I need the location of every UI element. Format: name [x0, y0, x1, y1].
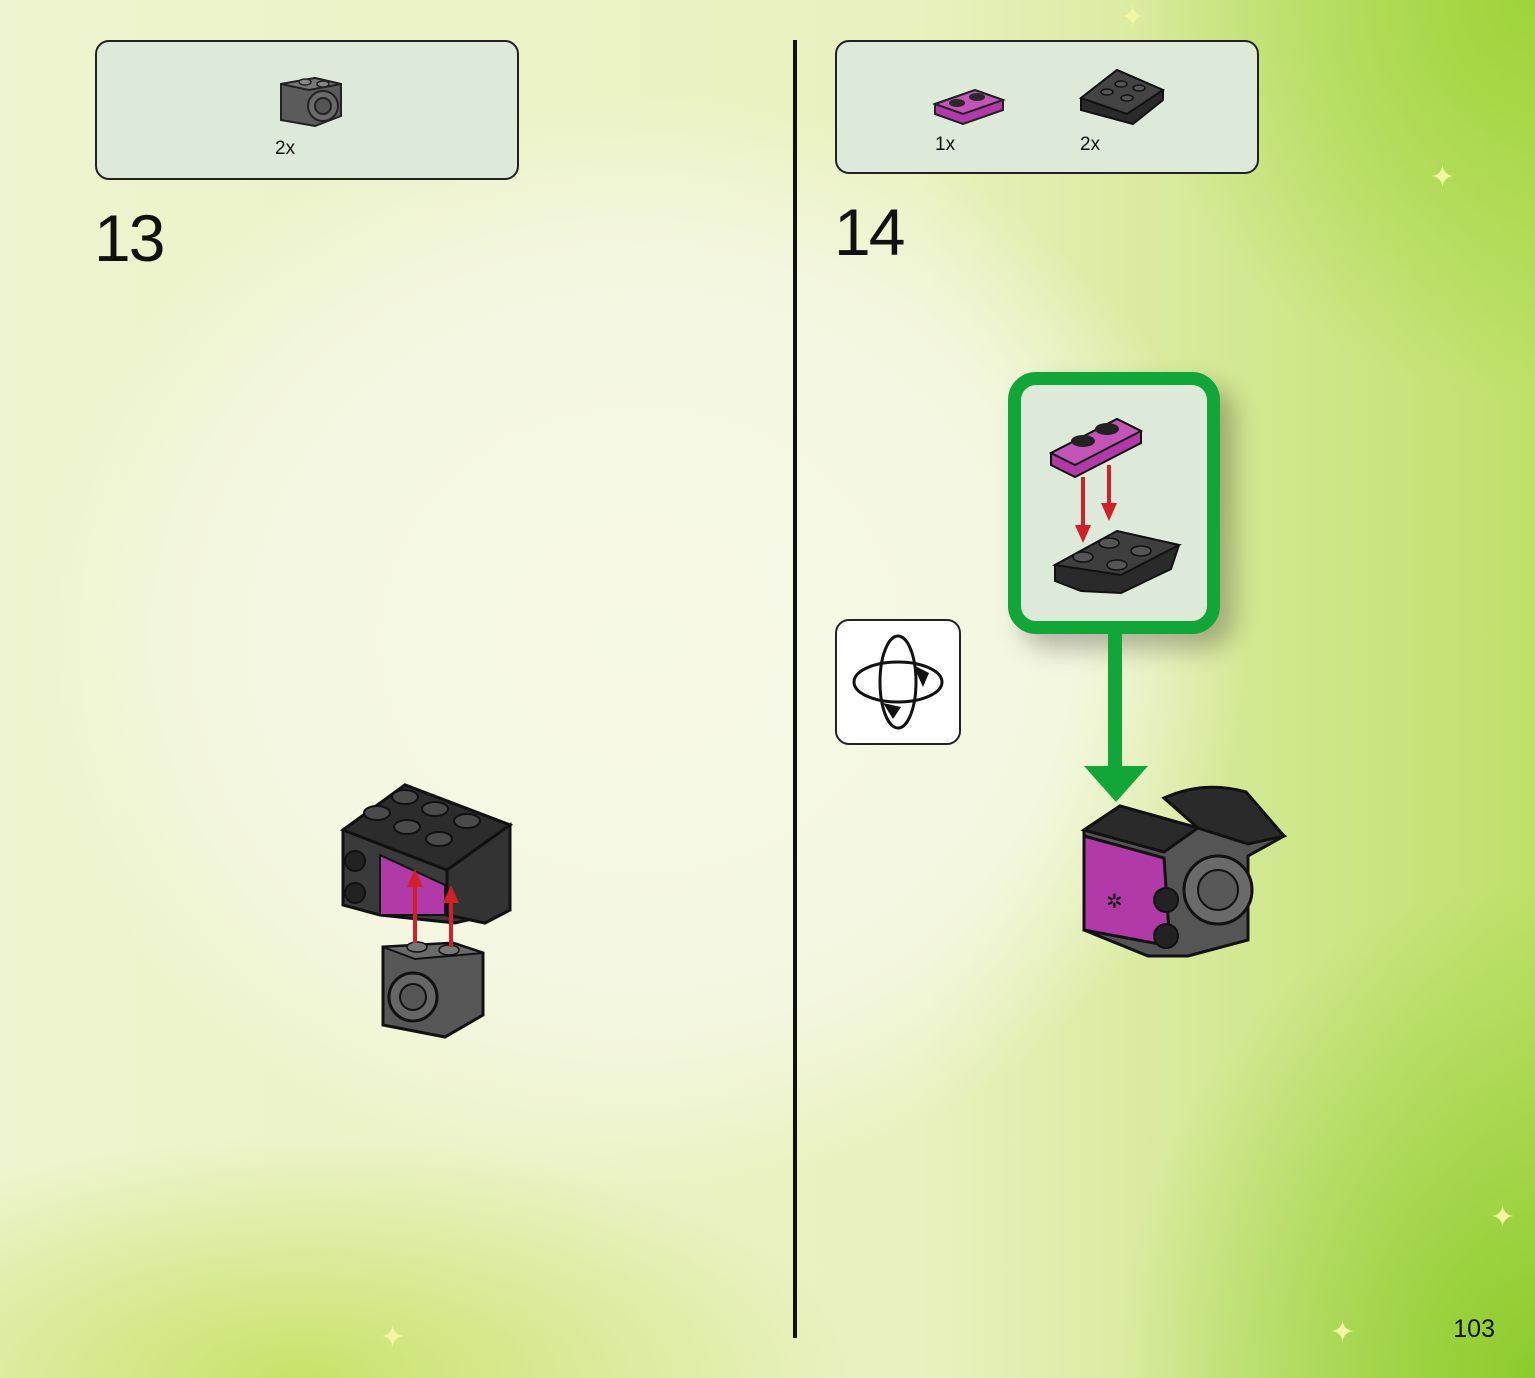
star-decoration: ✦	[1490, 1201, 1516, 1234]
svg-text:✲: ✲	[1106, 889, 1123, 913]
rotate-model-icon	[835, 619, 961, 745]
star-decoration: ✦	[1330, 1316, 1356, 1349]
page-divider	[793, 40, 797, 1338]
parts-list-14: 1x 2x	[835, 40, 1259, 174]
parts-list-13: 2x	[95, 40, 519, 180]
dark-gray-brick-hub-icon	[280, 76, 342, 128]
part-qty: 2x	[275, 138, 296, 159]
step-number: 14	[834, 195, 905, 269]
sub-step-callout	[1008, 372, 1220, 634]
page-number: 103	[1453, 1315, 1495, 1343]
green-arrow-icon	[1084, 626, 1148, 802]
magenta-plate-icon	[932, 88, 1006, 126]
star-decoration: ✦	[1120, 1, 1146, 34]
star-decoration: ✦	[1430, 161, 1456, 194]
step-number: 13	[94, 201, 165, 275]
assembly-14-illustration: ✲	[1080, 785, 1288, 958]
part-qty: 2x	[1080, 134, 1101, 155]
star-decoration: ✦	[380, 1321, 406, 1354]
part-qty: 1x	[935, 134, 956, 155]
sub-assembly-illustration	[1048, 417, 1182, 595]
assembly-13-illustration	[339, 783, 514, 1039]
black-curved-slope-icon	[1078, 68, 1166, 126]
